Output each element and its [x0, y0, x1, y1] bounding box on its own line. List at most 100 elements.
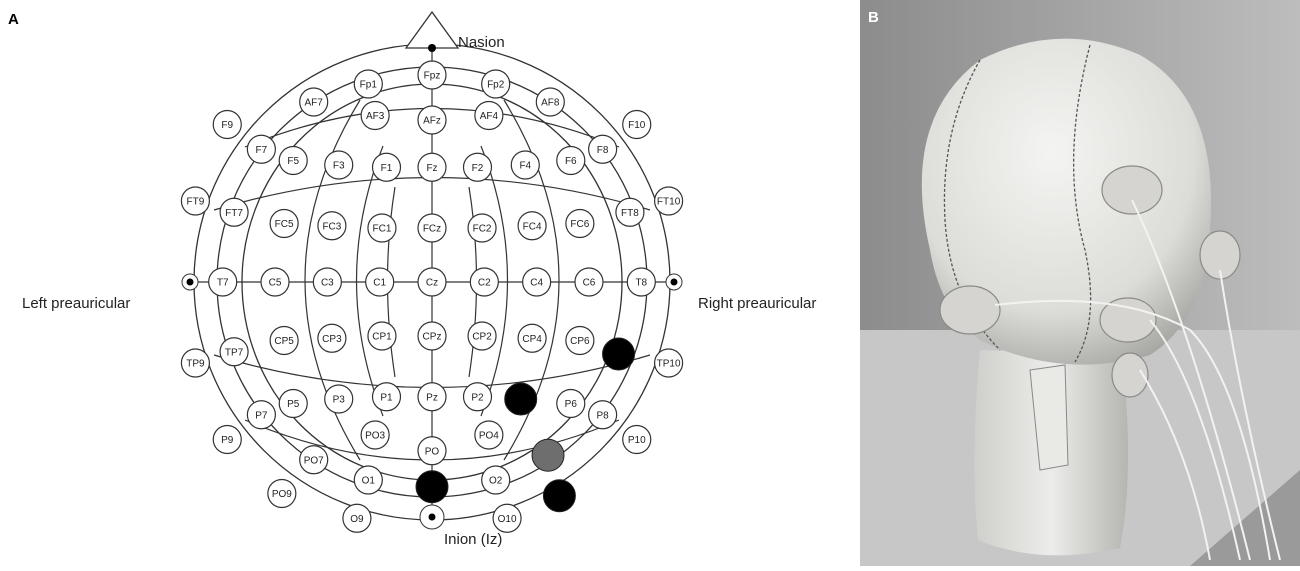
electrode-p2: P2: [462, 382, 493, 412]
electrode-circle: [317, 211, 347, 241]
filled-electrodes-layer: [415, 337, 636, 513]
electrode-circle: [219, 197, 249, 227]
electrode-circle: [556, 388, 586, 419]
cable-2: [994, 299, 1271, 561]
electrode-label: P2: [471, 392, 484, 403]
electrode-fc2: FC2: [467, 213, 497, 243]
electrode-circle: [360, 420, 390, 450]
electrode-circle: [535, 87, 565, 117]
electrode-label: P3: [333, 395, 346, 406]
electrode-cp4: CP4: [517, 323, 547, 353]
filled-electrode-p4: [504, 382, 538, 416]
electrode-fpz: Fpz: [417, 60, 447, 90]
electrode-label: PO3: [365, 431, 385, 442]
electrode-label: P5: [287, 399, 300, 410]
electrode-label: PO7: [304, 455, 324, 466]
electrode-p7: P7: [246, 400, 276, 430]
filled-electrode-oz: [415, 470, 449, 504]
electrode-circle: [653, 348, 684, 378]
inion-dot: [428, 513, 436, 521]
electrode-circle: [574, 267, 604, 297]
electrode-label: Fp1: [360, 80, 378, 91]
electrode-label: FT9: [187, 197, 205, 208]
electrode-circle: [481, 69, 511, 99]
electrode-label: FC3: [322, 221, 341, 232]
electrode-circle: [474, 420, 504, 450]
panel-b-photo: B: [860, 0, 1300, 566]
electrode-label: FT8: [621, 208, 639, 219]
electrode-circle: [626, 267, 656, 297]
electrode-tp10: TP10: [653, 348, 684, 378]
electrode-circle: [269, 208, 299, 239]
electrode-label: O9: [350, 514, 364, 525]
electrode-pz: Pz: [417, 382, 447, 412]
electrode-label: P6: [565, 399, 578, 410]
eeg-cap-photo-illustration: B: [860, 0, 1300, 566]
mannequin-head-cap: [921, 38, 1212, 365]
electrode-circle: [417, 382, 447, 412]
electrode-label: AF4: [480, 111, 499, 122]
electrode-circle: [317, 323, 347, 353]
electrode-circle: [462, 382, 493, 412]
electrode-label: F10: [628, 120, 646, 131]
cable-1: [1131, 199, 1251, 561]
electrode-p6: P6: [556, 388, 586, 419]
electrode-o9: O9: [342, 503, 372, 533]
left-preauricular-dot: [186, 278, 194, 286]
electrode-circle: [371, 152, 402, 182]
electrode-ft8: FT8: [615, 197, 645, 227]
cap-electrodes: [939, 165, 1241, 398]
electrode-circle: [417, 267, 447, 297]
electrode-af8: AF8: [535, 87, 565, 117]
electrode-circle: [353, 69, 383, 99]
electrode-t8: T8: [626, 267, 656, 297]
electrode-label: FCz: [423, 224, 441, 235]
electrode-tp9: TP9: [180, 348, 210, 378]
electrode-ft10: FT10: [653, 186, 684, 216]
electrode-f8: F8: [588, 134, 618, 164]
electrode-circle: [522, 267, 552, 297]
electrode-label: O10: [498, 514, 517, 525]
electrode-circle: [324, 384, 354, 414]
cap-tag: [1029, 364, 1069, 471]
electrode-circle: [324, 150, 354, 180]
electrode-po: PO: [417, 436, 447, 466]
electrode-label: T7: [217, 278, 229, 289]
electrode-circle: [417, 105, 447, 135]
electrode-circle: [469, 267, 499, 297]
electrode-t7: T7: [208, 267, 238, 297]
electrode-af3: AF3: [360, 100, 390, 131]
electrode-label: CP2: [472, 332, 492, 343]
electrode-label: P9: [221, 435, 234, 446]
electrode-label: AF7: [305, 98, 324, 109]
electrode-fc5: FC5: [269, 208, 299, 239]
electrode-c1: C1: [365, 267, 395, 297]
electrode-af4: AF4: [474, 100, 504, 131]
electrode-f10: F10: [622, 109, 652, 140]
cable-4: [1219, 269, 1281, 561]
electrode-label: PO4: [479, 431, 499, 442]
electrode-po9: PO9: [267, 478, 297, 509]
electrode-circle: [622, 109, 652, 140]
electrode-fc3: FC3: [317, 211, 347, 241]
electrode-cp1: CP1: [367, 321, 397, 351]
electrode-label: F8: [597, 145, 609, 156]
electrode-f9: F9: [212, 109, 242, 140]
electrode-c2: C2: [469, 267, 499, 297]
electrode-cz: Cz: [417, 267, 447, 297]
electrode-af7: AF7: [299, 87, 329, 117]
electrode-circle: [219, 337, 249, 367]
electrode-circle: [653, 186, 684, 216]
electrode-label: TP10: [657, 359, 681, 370]
electrode-circle: [299, 445, 329, 475]
electrode-circle: [278, 145, 308, 176]
electrode-circle: [212, 424, 242, 455]
electrode-label: FC4: [523, 221, 542, 232]
electrode-f3: F3: [324, 150, 354, 180]
electrode-afz: AFz: [417, 105, 447, 135]
electrode-circle: [565, 208, 595, 239]
electrode-circle: [417, 60, 447, 90]
electrode-circle: [510, 150, 540, 180]
electrode-label: O1: [362, 476, 376, 487]
electrode-circle: [492, 503, 522, 533]
